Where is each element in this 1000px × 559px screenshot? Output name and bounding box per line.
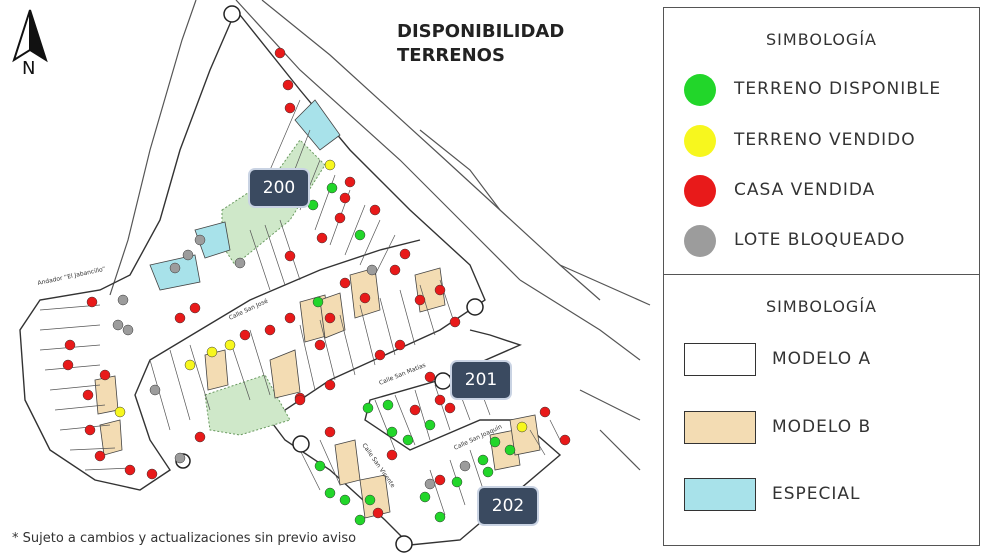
legend-row-modelo-a: MODELO A (664, 343, 979, 377)
grey-dots (112, 234, 471, 490)
lot-status-dots (62, 47, 571, 526)
map-title: DISPONIBILIDAD TERRENOS (397, 20, 564, 68)
legend-label: MODELO B (772, 417, 872, 437)
legend-status: SIMBOLOGÍA TERRENO DISPONIBLE TERRENO VE… (663, 7, 980, 275)
development-outline (19, 9, 562, 546)
legend-row-especial: ESPECIAL (664, 478, 979, 512)
legend-row-casa-vendida: CASA VENDIDA (664, 174, 979, 208)
street-label-jacarandas: Andador “El Jabancillo” (37, 266, 106, 287)
legend-label: TERRENO VENDIDO (734, 130, 916, 150)
map-title-line1: DISPONIBILIDAD (397, 21, 565, 42)
green-dot-icon (684, 74, 716, 106)
block-tag-200: 200 (250, 170, 308, 206)
block-tag-201: 201 (452, 362, 510, 398)
disclaimer-footnote: * Sujeto a cambios y actualizaciones sin… (12, 531, 357, 546)
north-arrow-icon (12, 9, 48, 63)
legend-row-terreno-disponible: TERRENO DISPONIBLE (664, 73, 979, 107)
yellow-dots (114, 159, 528, 433)
yellow-dot-icon (684, 125, 716, 157)
red-dots (62, 47, 571, 519)
map-title-line2: TERRENOS (397, 45, 505, 66)
swatch-modelo-b (684, 411, 756, 444)
legend-label: MODELO A (772, 349, 872, 369)
legend-row-lote-bloqueado: LOTE BLOQUEADO (664, 224, 979, 258)
grey-dot-icon (684, 225, 716, 257)
legend-row-terreno-vendido: TERRENO VENDIDO (664, 124, 979, 158)
green-dots (307, 182, 516, 526)
legend-models-heading: SIMBOLOGÍA (766, 297, 877, 316)
north-label: N (22, 58, 36, 79)
boundary-lines (109, 0, 651, 471)
swatch-especial (684, 478, 756, 511)
legend-label: LOTE BLOQUEADO (734, 230, 906, 250)
block-tag-202: 202 (479, 488, 537, 524)
red-dot-icon (684, 175, 716, 207)
legend-label: CASA VENDIDA (734, 180, 876, 200)
legend-label: TERRENO DISPONIBLE (734, 79, 942, 99)
street-label-san-matias: Calle San Matías (378, 362, 427, 387)
legend-models: SIMBOLOGÍA MODELO A MODELO B ESPECIAL (663, 275, 980, 546)
lot-grid (39, 99, 561, 516)
swatch-modelo-a (684, 343, 756, 376)
legend-status-heading: SIMBOLOGÍA (766, 30, 877, 49)
legend-row-modelo-b: MODELO B (664, 411, 979, 445)
legend-label: ESPECIAL (772, 484, 861, 504)
